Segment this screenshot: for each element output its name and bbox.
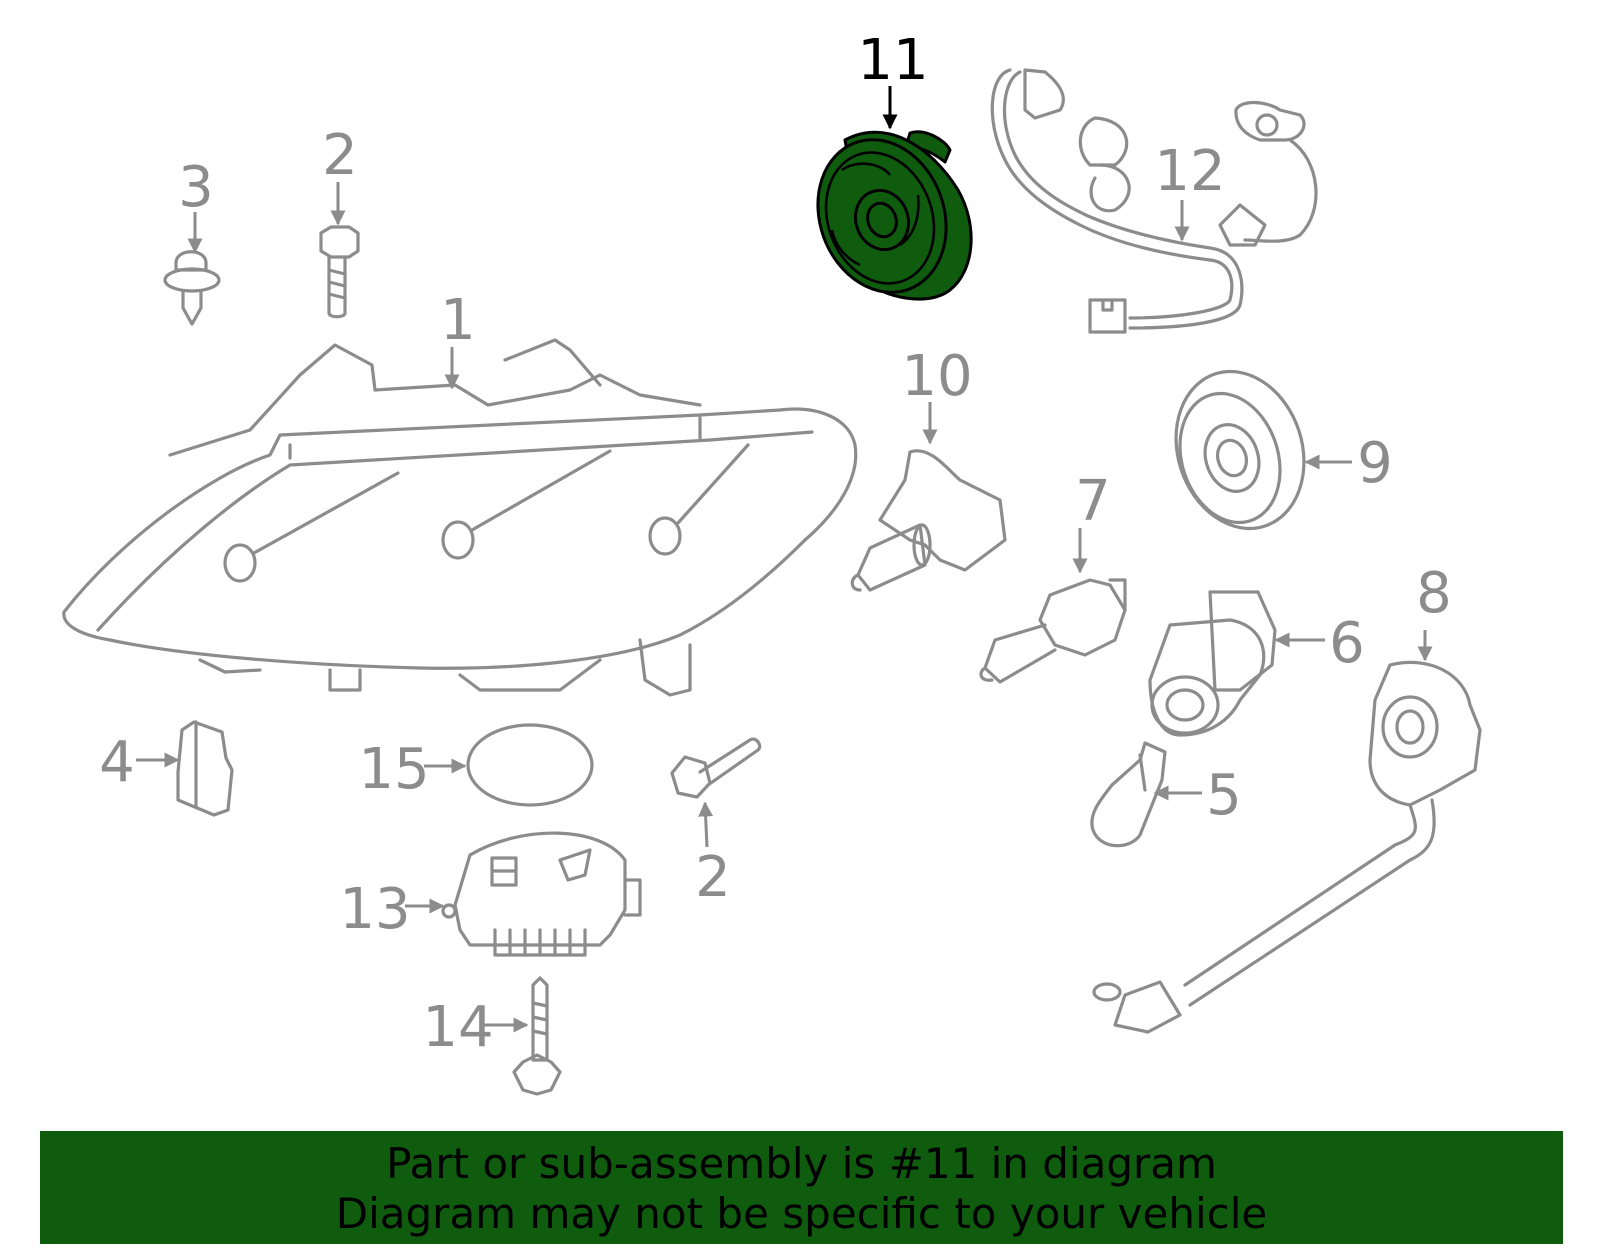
callout-13[interactable]: 13 [339,877,410,942]
clip[interactable] [163,250,221,326]
socket-6[interactable] [1148,590,1277,737]
callout-7[interactable]: 7 [1075,469,1111,534]
bulb-socket-11[interactable] [797,121,973,310]
callout-15[interactable]: 15 [358,737,429,802]
cap-9[interactable] [1156,355,1323,545]
bolt-bottom[interactable] [670,737,762,799]
bulb-5[interactable] [1090,741,1167,848]
o-ring[interactable] [466,723,594,807]
callout-14[interactable]: 14 [422,995,493,1060]
callout-9[interactable]: 9 [1357,431,1393,496]
callout-4[interactable]: 4 [99,730,135,795]
info-banner: Part or sub-assembly is #11 in diagram D… [40,1131,1563,1244]
bolt-top[interactable] [319,225,360,319]
callout-3[interactable]: 3 [178,155,214,220]
ballast[interactable] [441,831,642,957]
callout-2-bottom[interactable]: 2 [695,845,731,910]
callout-arrows [136,86,1433,1033]
callout-labels: 11 1 2 3 12 10 7 8 9 6 5 4 15 13 14 2 [99,28,1452,1060]
ignitor[interactable] [1092,660,1482,1034]
callout-11[interactable]: 11 [857,28,928,93]
headlamp-assembly[interactable] [62,338,858,697]
callout-12[interactable]: 12 [1154,139,1225,204]
banner-line-1: Part or sub-assembly is #11 in diagram [386,1139,1217,1188]
callout-1[interactable]: 1 [440,288,476,353]
wiring-harness[interactable] [990,68,1318,334]
screw[interactable] [512,976,562,1096]
bracket[interactable] [176,720,234,817]
bulb-7[interactable] [979,578,1127,684]
callout-10[interactable]: 10 [901,344,972,409]
bulb-10[interactable] [850,449,1007,592]
callout-5[interactable]: 5 [1206,763,1242,828]
callout-6[interactable]: 6 [1329,611,1365,676]
callout-8[interactable]: 8 [1416,561,1452,626]
banner-line-2: Diagram may not be specific to your vehi… [335,1189,1268,1238]
callout-2-top[interactable]: 2 [322,123,358,188]
